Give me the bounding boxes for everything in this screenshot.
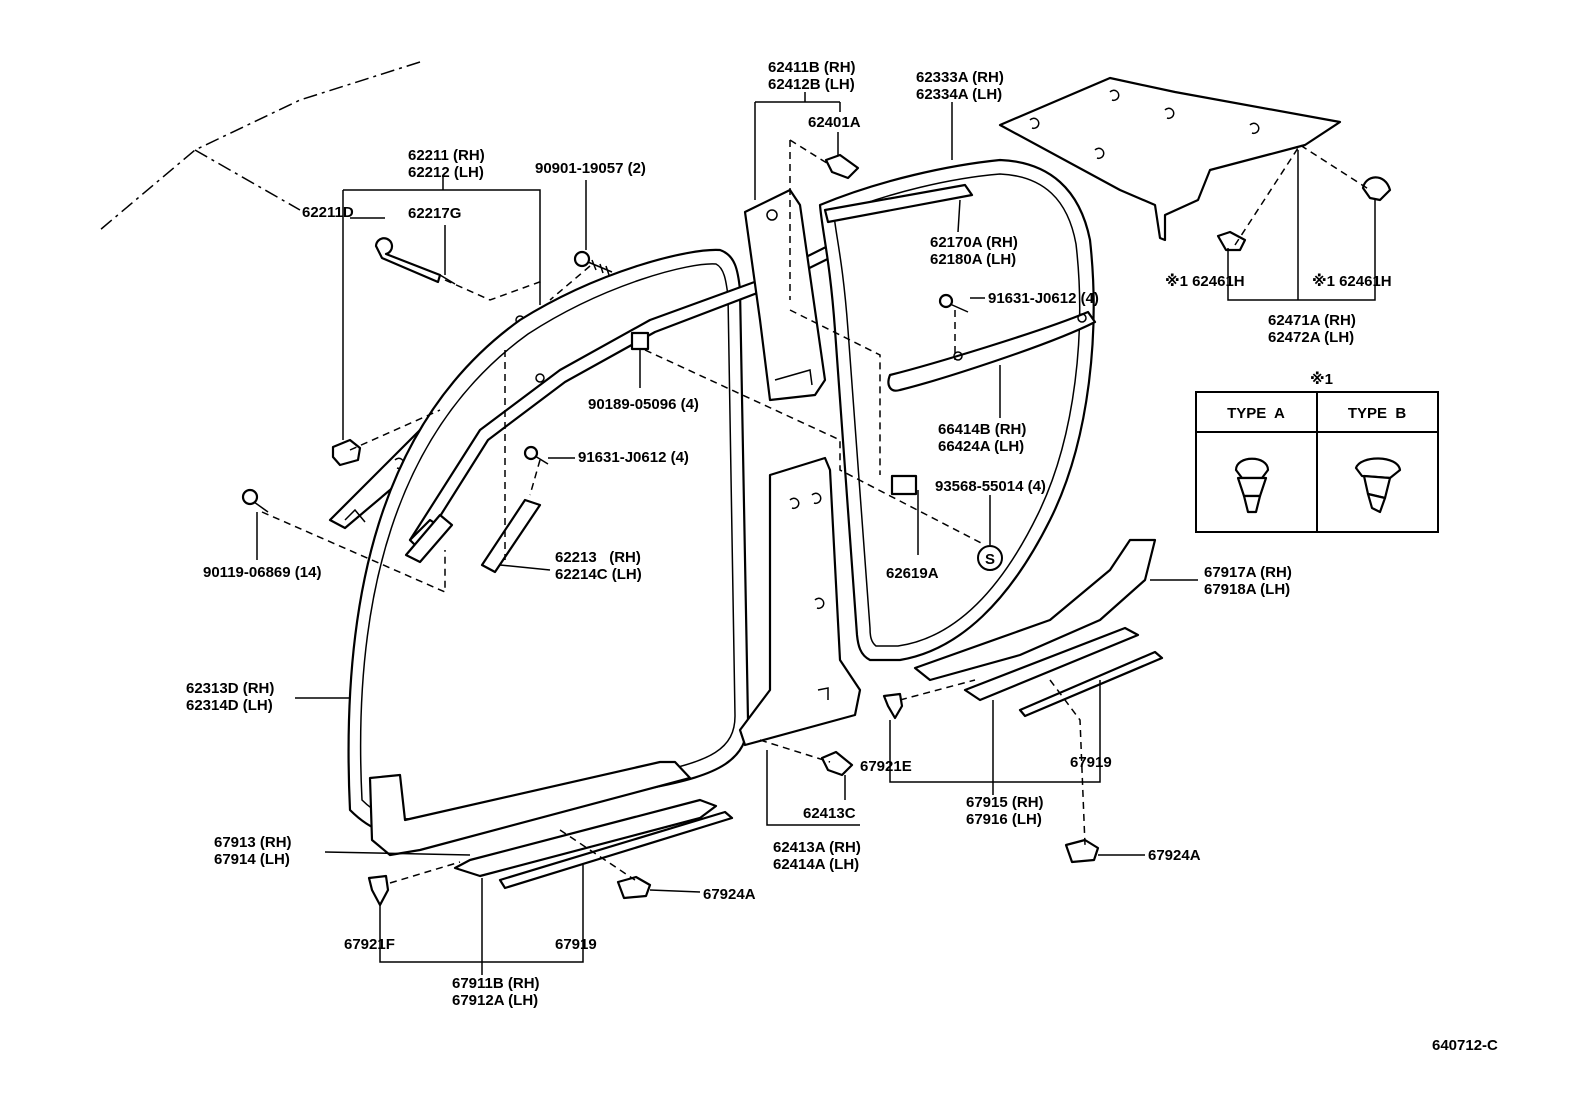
clip-62461H-b bbox=[1361, 176, 1392, 202]
label-67919-left: 67919 bbox=[555, 936, 597, 953]
label-67919-right: 67919 bbox=[1070, 754, 1112, 771]
center-pillar-lower-garnish bbox=[738, 456, 862, 747]
label-62334A: 62334A (LH) bbox=[916, 86, 1002, 103]
label-62471A: 62471A (RH) bbox=[1268, 312, 1356, 329]
label-62211D: 62211D bbox=[302, 204, 354, 221]
label-90119: 90119-06869 (14) bbox=[203, 564, 321, 581]
label-62619A: 62619A bbox=[886, 565, 939, 582]
label-62411B: 62411B (RH) bbox=[768, 59, 856, 76]
label-62211: 62211 (RH) bbox=[408, 147, 485, 164]
screw-91631-mid bbox=[523, 445, 549, 465]
label-67924A-right: 67924A bbox=[1148, 847, 1201, 864]
s-marker: S bbox=[977, 545, 1003, 571]
part-labels: 62211D 62211 (RH) 62212 (LH) 62217G 9090… bbox=[186, 59, 1498, 1054]
label-62217G: 62217G bbox=[408, 205, 461, 222]
label-62413A: 62413A (RH) bbox=[773, 839, 861, 856]
label-90189: 90189-05096 (4) bbox=[588, 396, 699, 413]
assist-grip bbox=[374, 237, 456, 285]
bracket-62213 bbox=[404, 498, 542, 574]
screw-90901 bbox=[573, 250, 613, 276]
clip-67921E bbox=[882, 692, 904, 720]
s-marker-label: S bbox=[985, 551, 995, 568]
label-66424A: 66424A (LH) bbox=[938, 438, 1024, 455]
clip-67924A-right bbox=[1064, 838, 1100, 864]
label-66414B: 66414B (RH) bbox=[938, 421, 1026, 438]
rear-scuff-plate bbox=[913, 538, 1164, 718]
screw-91631-top bbox=[938, 293, 969, 313]
clip-93568 bbox=[890, 474, 918, 496]
label-67924A-left: 67924A bbox=[703, 886, 756, 903]
nut-90189 bbox=[630, 331, 650, 351]
front-scuff-plate bbox=[368, 760, 734, 890]
label-62170A: 62170A (RH) bbox=[930, 234, 1018, 251]
label-67913: 67913 (RH) bbox=[214, 834, 292, 851]
legend-title: ※1 bbox=[1310, 370, 1333, 388]
front-door-opening-trim bbox=[347, 248, 750, 836]
label-62333A: 62333A (RH) bbox=[916, 69, 1004, 86]
clip-62401A bbox=[824, 153, 860, 180]
legend-col-type-a: TYPE A bbox=[1227, 405, 1285, 422]
rear-assist-grip bbox=[887, 310, 1097, 392]
clip-type-legend: ※1 TYPE A TYPE B bbox=[1195, 370, 1439, 533]
screw-90119 bbox=[241, 488, 269, 513]
clip-67921F bbox=[367, 874, 390, 907]
leader-lines bbox=[256, 92, 1376, 975]
label-93568: 93568-55014 (4) bbox=[935, 478, 1046, 495]
label-62472A: 62472A (LH) bbox=[1268, 329, 1354, 346]
clip-62413C bbox=[820, 750, 854, 777]
label-62214C: 62214C (LH) bbox=[555, 566, 642, 583]
label-62180A: 62180A (LH) bbox=[930, 251, 1016, 268]
label-62313D: 62313D (RH) bbox=[186, 680, 274, 697]
label-62412B: 62412B (LH) bbox=[768, 76, 855, 93]
label-62461H-b: ※1 62461H bbox=[1312, 272, 1392, 290]
clip-62211D bbox=[331, 438, 362, 467]
label-67912A: 67912A (LH) bbox=[452, 992, 538, 1009]
label-62213: 62213 (RH) bbox=[555, 549, 641, 566]
label-67914: 67914 (LH) bbox=[214, 851, 290, 868]
label-91631-top: 91631-J0612 (4) bbox=[988, 290, 1099, 307]
label-67911B: 67911B (RH) bbox=[452, 975, 540, 992]
label-67921F: 67921F bbox=[344, 936, 395, 953]
label-67916: 67916 (LH) bbox=[966, 811, 1042, 828]
roof-reference-lines bbox=[99, 61, 421, 231]
label-67921E: 67921E bbox=[860, 758, 912, 775]
diagram-code: 640712-C bbox=[1432, 1037, 1498, 1054]
rear-door-opening-trim bbox=[818, 158, 1095, 662]
package-tray-trim bbox=[998, 76, 1342, 242]
label-67915: 67915 (RH) bbox=[966, 794, 1044, 811]
type-b-clip-icon bbox=[1354, 457, 1402, 514]
label-62461H-a: ※1 62461H bbox=[1165, 272, 1245, 290]
label-62401A: 62401A bbox=[808, 114, 861, 131]
label-90901: 90901-19057 (2) bbox=[535, 160, 646, 177]
label-62414A: 62414A (LH) bbox=[773, 856, 859, 873]
label-62314D: 62314D (LH) bbox=[186, 697, 273, 714]
dashed-leader-lines bbox=[261, 139, 1371, 884]
label-91631-mid: 91631-J0612 (4) bbox=[578, 449, 689, 466]
legend-col-type-b: TYPE B bbox=[1348, 405, 1407, 422]
label-62212: 62212 (LH) bbox=[408, 164, 484, 181]
label-67918A: 67918A (LH) bbox=[1204, 581, 1290, 598]
clip-62461H-a bbox=[1216, 230, 1247, 252]
type-a-clip-icon bbox=[1234, 457, 1270, 514]
rear-side-rail-trim bbox=[823, 183, 974, 224]
label-62413C: 62413C bbox=[803, 805, 856, 822]
center-pillar-upper-garnish bbox=[743, 188, 827, 402]
label-67917A: 67917A (RH) bbox=[1204, 564, 1292, 581]
